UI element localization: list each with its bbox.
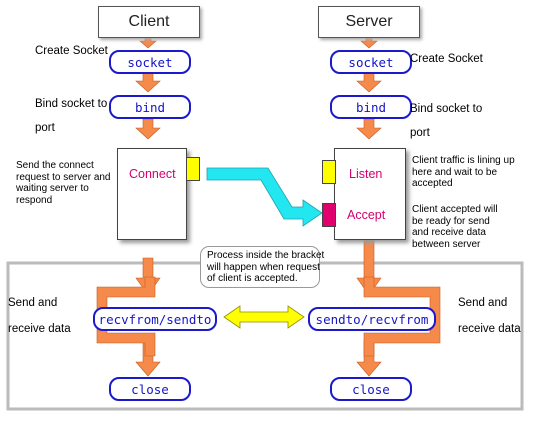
server-accept-label: Accept (347, 208, 386, 222)
client-socket-pill: socket (109, 50, 191, 74)
server-title: Server (318, 6, 420, 38)
client-note-loop: Send and receive data (8, 297, 71, 335)
client-connect-port (186, 157, 200, 181)
server-arrow-accept-to-loop (356, 239, 382, 296)
client-connect-label: Connect (129, 167, 176, 181)
server-sendto-recvfrom-pill: sendto/recvfrom (308, 307, 436, 331)
server-listen-accept-box (334, 148, 406, 240)
bracket-callout: Process inside the bracket will happen w… (200, 246, 324, 288)
client-recvfrom-sendto-pill: recvfrom/sendto (93, 307, 217, 331)
server-note-accept: Client accepted will be ready for send a… (412, 204, 498, 250)
client-connect-box (117, 148, 187, 240)
server-loop-bracket (363, 276, 441, 357)
server-note-bind: Bind socket to port (410, 103, 483, 139)
client-note-connect: Send the connect request to server and w… (16, 160, 111, 206)
client-bind-pill: bind (109, 95, 191, 119)
client-note-create-socket: Create Socket (35, 45, 108, 57)
server-socket-pill: socket (330, 50, 412, 74)
server-note-listen: Client traffic is lining up here and wai… (412, 155, 515, 189)
server-arrow-bind-to-listen (356, 118, 382, 140)
connect-to-accept-arrow (206, 167, 323, 227)
server-listen-port (322, 160, 336, 184)
server-accept-port (322, 203, 336, 227)
client-title: Client (98, 6, 200, 38)
server-note-create-socket: Create Socket (410, 53, 483, 65)
client-arrow-bind-to-connect (135, 118, 161, 140)
client-close-pill: close (109, 377, 191, 401)
data-exchange-arrow (223, 305, 305, 329)
server-close-pill: close (330, 377, 412, 401)
client-arrow-socket-to-bind (135, 71, 161, 93)
server-bind-pill: bind (330, 95, 412, 119)
server-note-loop: Send and receive data (458, 297, 521, 335)
server-arrow-socket-to-bind (356, 71, 382, 93)
client-note-bind: Bind socket to port (35, 98, 108, 134)
server-listen-label: Listen (349, 167, 383, 181)
client-loop-bracket (96, 276, 156, 357)
